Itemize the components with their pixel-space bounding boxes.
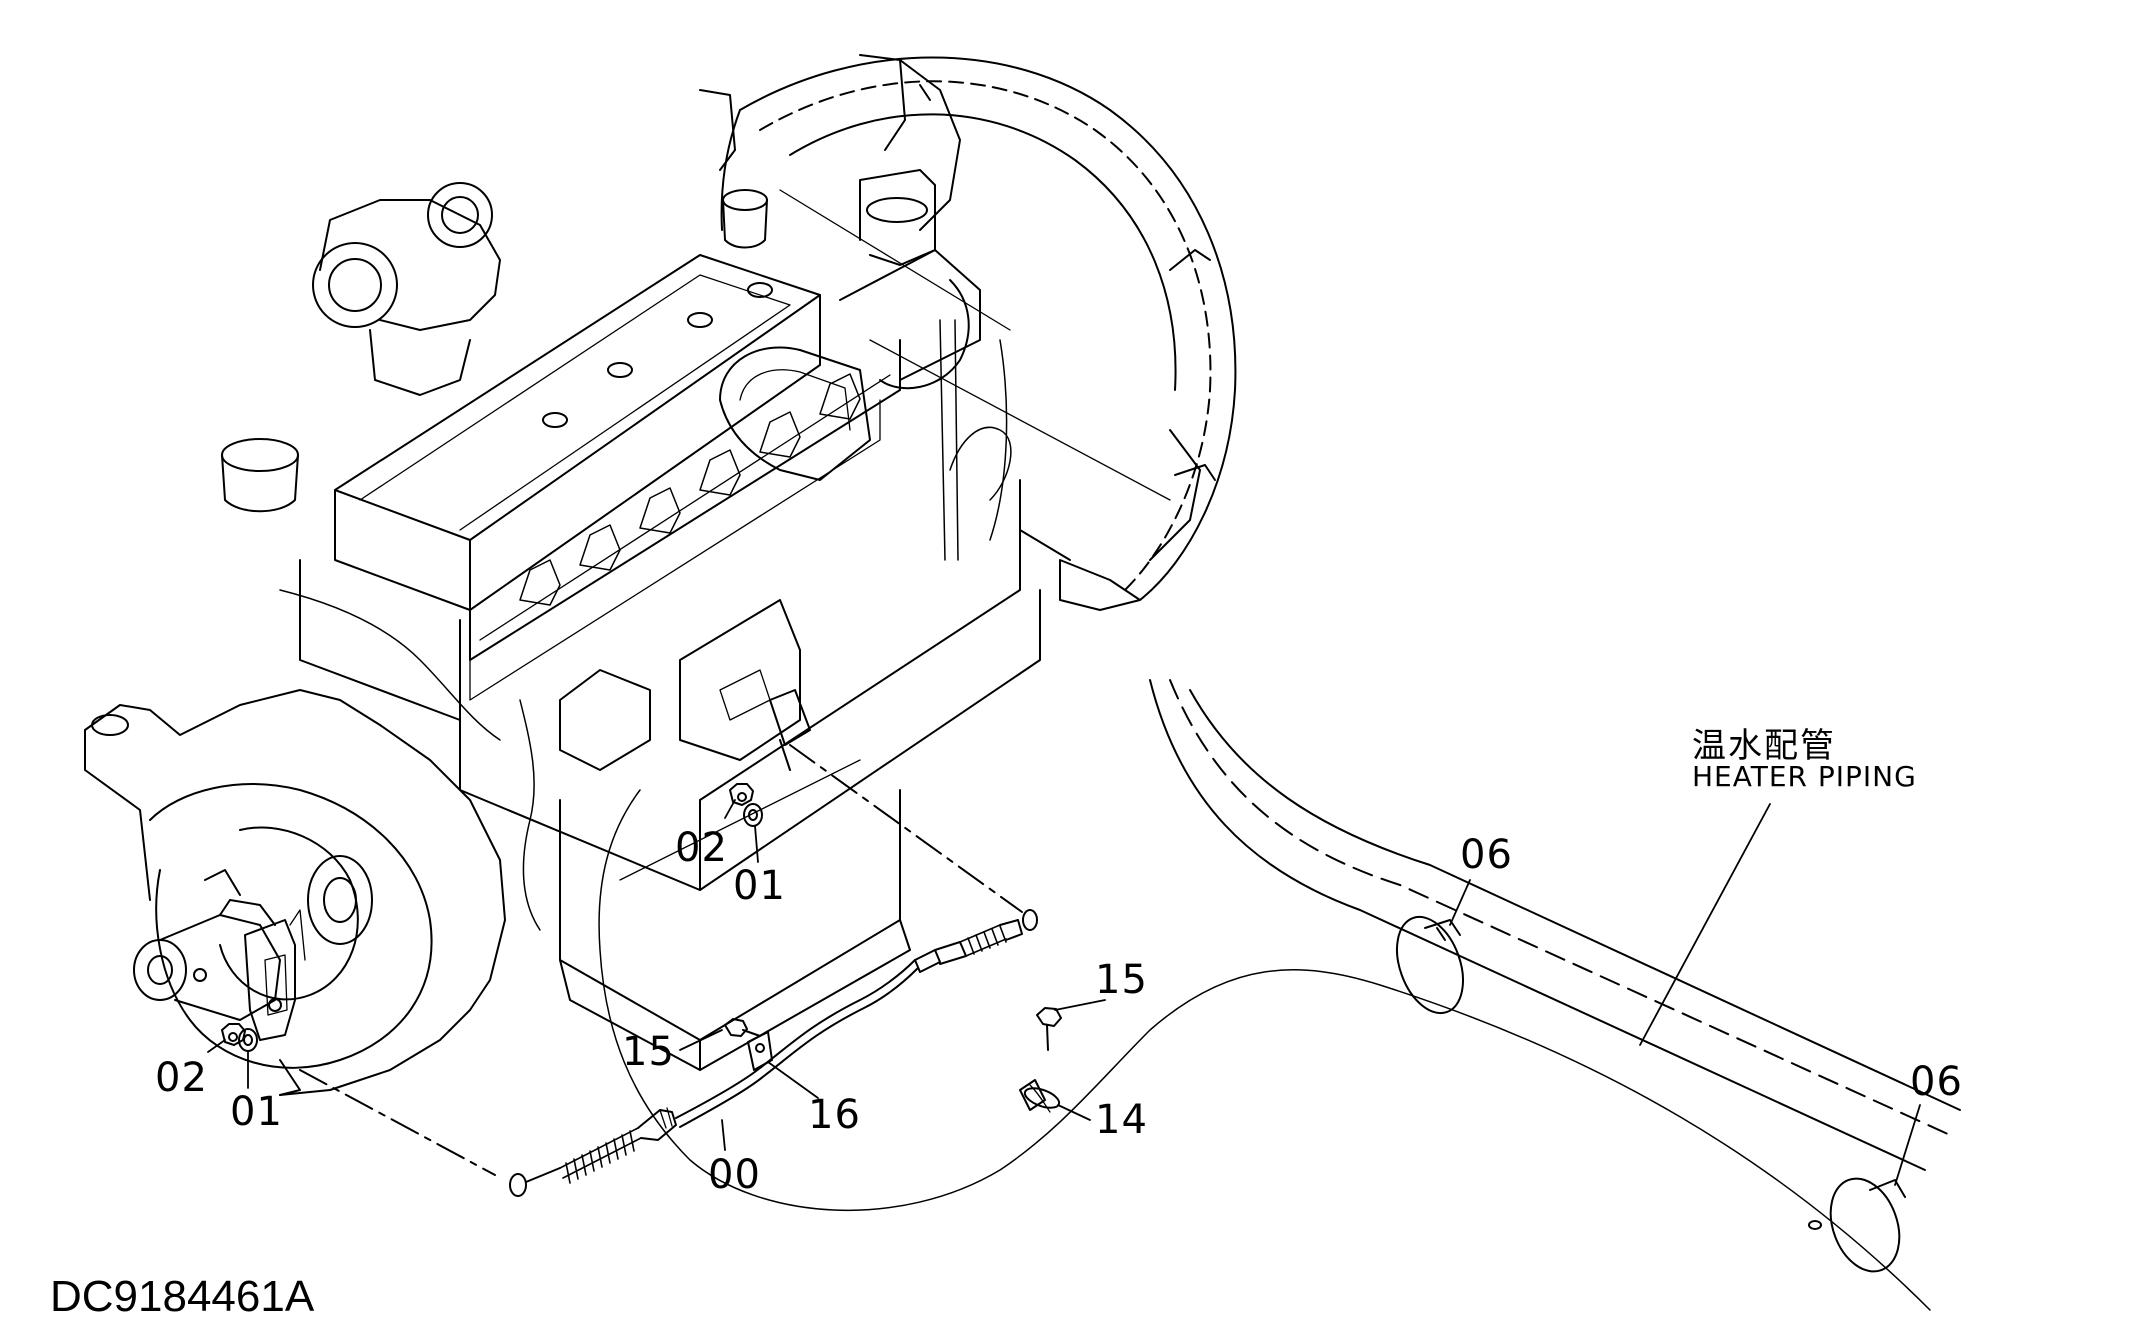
callout-16: 16	[808, 1092, 861, 1138]
callout-02-lower: 02	[155, 1055, 208, 1101]
callout-02-upper: 02	[675, 825, 728, 871]
callout-01-lower: 01	[230, 1089, 283, 1135]
callout-06-lower: 06	[1910, 1059, 1963, 1105]
callout-06-upper: 06	[1460, 832, 1513, 878]
leader-lines	[207, 799, 1921, 1186]
callout-00: 00	[708, 1152, 761, 1198]
heater-piping-note-cn: 温水配管	[1692, 726, 1836, 766]
heater-piping	[598, 679, 1961, 1311]
callout-15-left: 15	[622, 1029, 675, 1075]
heater-piping-note-en: HEATER PIPING	[1692, 760, 1917, 793]
callout-01-upper: 01	[733, 863, 786, 909]
callout-15-right: 15	[1095, 957, 1148, 1003]
drawing-number: DC9184461A	[50, 1272, 315, 1321]
fasteners	[221, 783, 1062, 1052]
engine-block	[221, 169, 1041, 1071]
flywheel-housing	[84, 689, 506, 1096]
fan-shroud	[699, 54, 1237, 611]
callout-14: 14	[1095, 1097, 1148, 1143]
control-cable	[299, 744, 1038, 1197]
